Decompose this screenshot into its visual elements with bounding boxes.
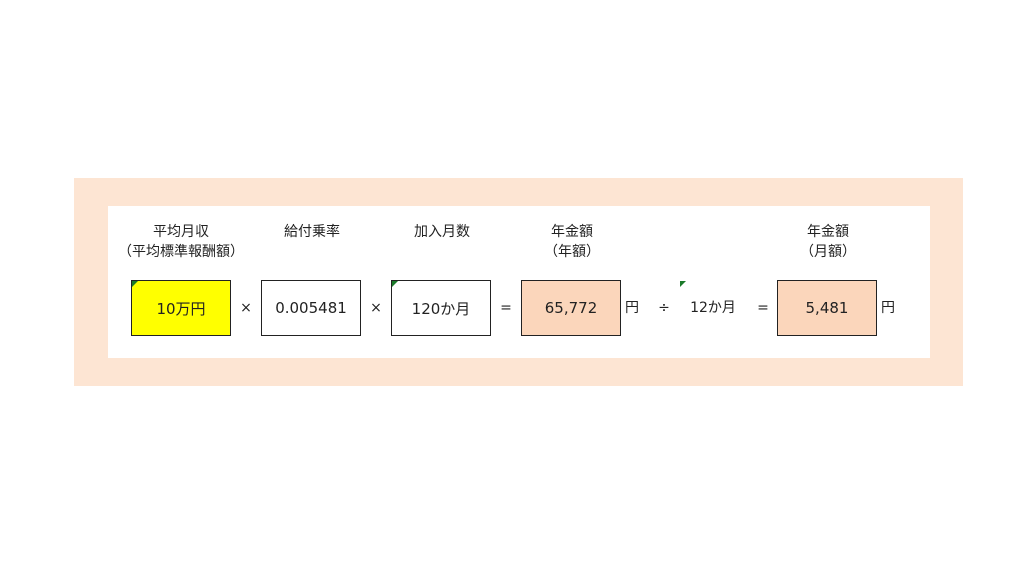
annual-amount-header-line1: 年金額	[551, 224, 593, 240]
equals-operator-2: =	[757, 300, 769, 316]
multiply-operator-1: ×	[240, 300, 252, 316]
annual-unit: 円	[625, 300, 639, 316]
equals-operator-1: =	[500, 300, 512, 316]
monthly-amount-header-line1: 年金額	[807, 224, 849, 240]
benefit-rate-value: 0.005481	[275, 299, 347, 317]
monthly-amount-cell[interactable]: 5,481	[777, 280, 877, 336]
monthly-amount-header: 年金額 （月額）	[800, 222, 856, 262]
months-header: 加入月数	[414, 224, 470, 240]
months-value: 120か月	[411, 299, 471, 318]
cell-marker-icon	[132, 281, 138, 287]
divide-operator: ÷	[658, 300, 670, 316]
cell-marker-icon	[680, 281, 686, 287]
divisor-value[interactable]: 12か月	[690, 300, 736, 316]
avg-income-value: 10万円	[156, 299, 206, 318]
multiply-operator-2: ×	[370, 300, 382, 316]
monthly-amount-header-line2: （月額）	[800, 244, 856, 260]
avg-income-header-line1: 平均月収	[153, 224, 209, 240]
monthly-amount-value: 5,481	[805, 299, 849, 317]
benefit-rate-header: 給付乗率	[284, 224, 340, 240]
avg-income-header-line2: （平均標準報酬額）	[118, 244, 244, 260]
avg-income-cell[interactable]: 10万円	[131, 280, 231, 336]
annual-amount-header-line2: （年額）	[544, 244, 600, 260]
annual-amount-header: 年金額 （年額）	[544, 222, 600, 262]
annual-amount-value: 65,772	[544, 299, 598, 317]
cell-marker-icon	[392, 281, 398, 287]
annual-amount-cell[interactable]: 65,772	[521, 280, 621, 336]
monthly-unit: 円	[881, 300, 895, 316]
benefit-rate-cell[interactable]: 0.005481	[261, 280, 361, 336]
months-cell[interactable]: 120か月	[391, 280, 491, 336]
avg-income-header: 平均月収 （平均標準報酬額）	[118, 222, 244, 262]
